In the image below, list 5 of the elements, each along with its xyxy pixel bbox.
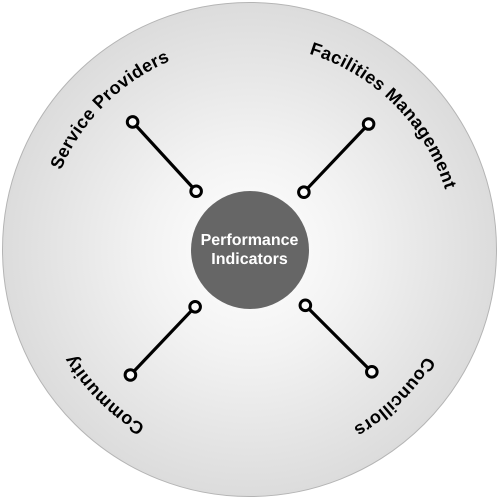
- connector: [124, 300, 202, 382]
- hub-label: Performance Indicators: [200, 230, 300, 268]
- connector: [297, 117, 376, 199]
- connector: [298, 298, 379, 379]
- connector: [126, 115, 203, 198]
